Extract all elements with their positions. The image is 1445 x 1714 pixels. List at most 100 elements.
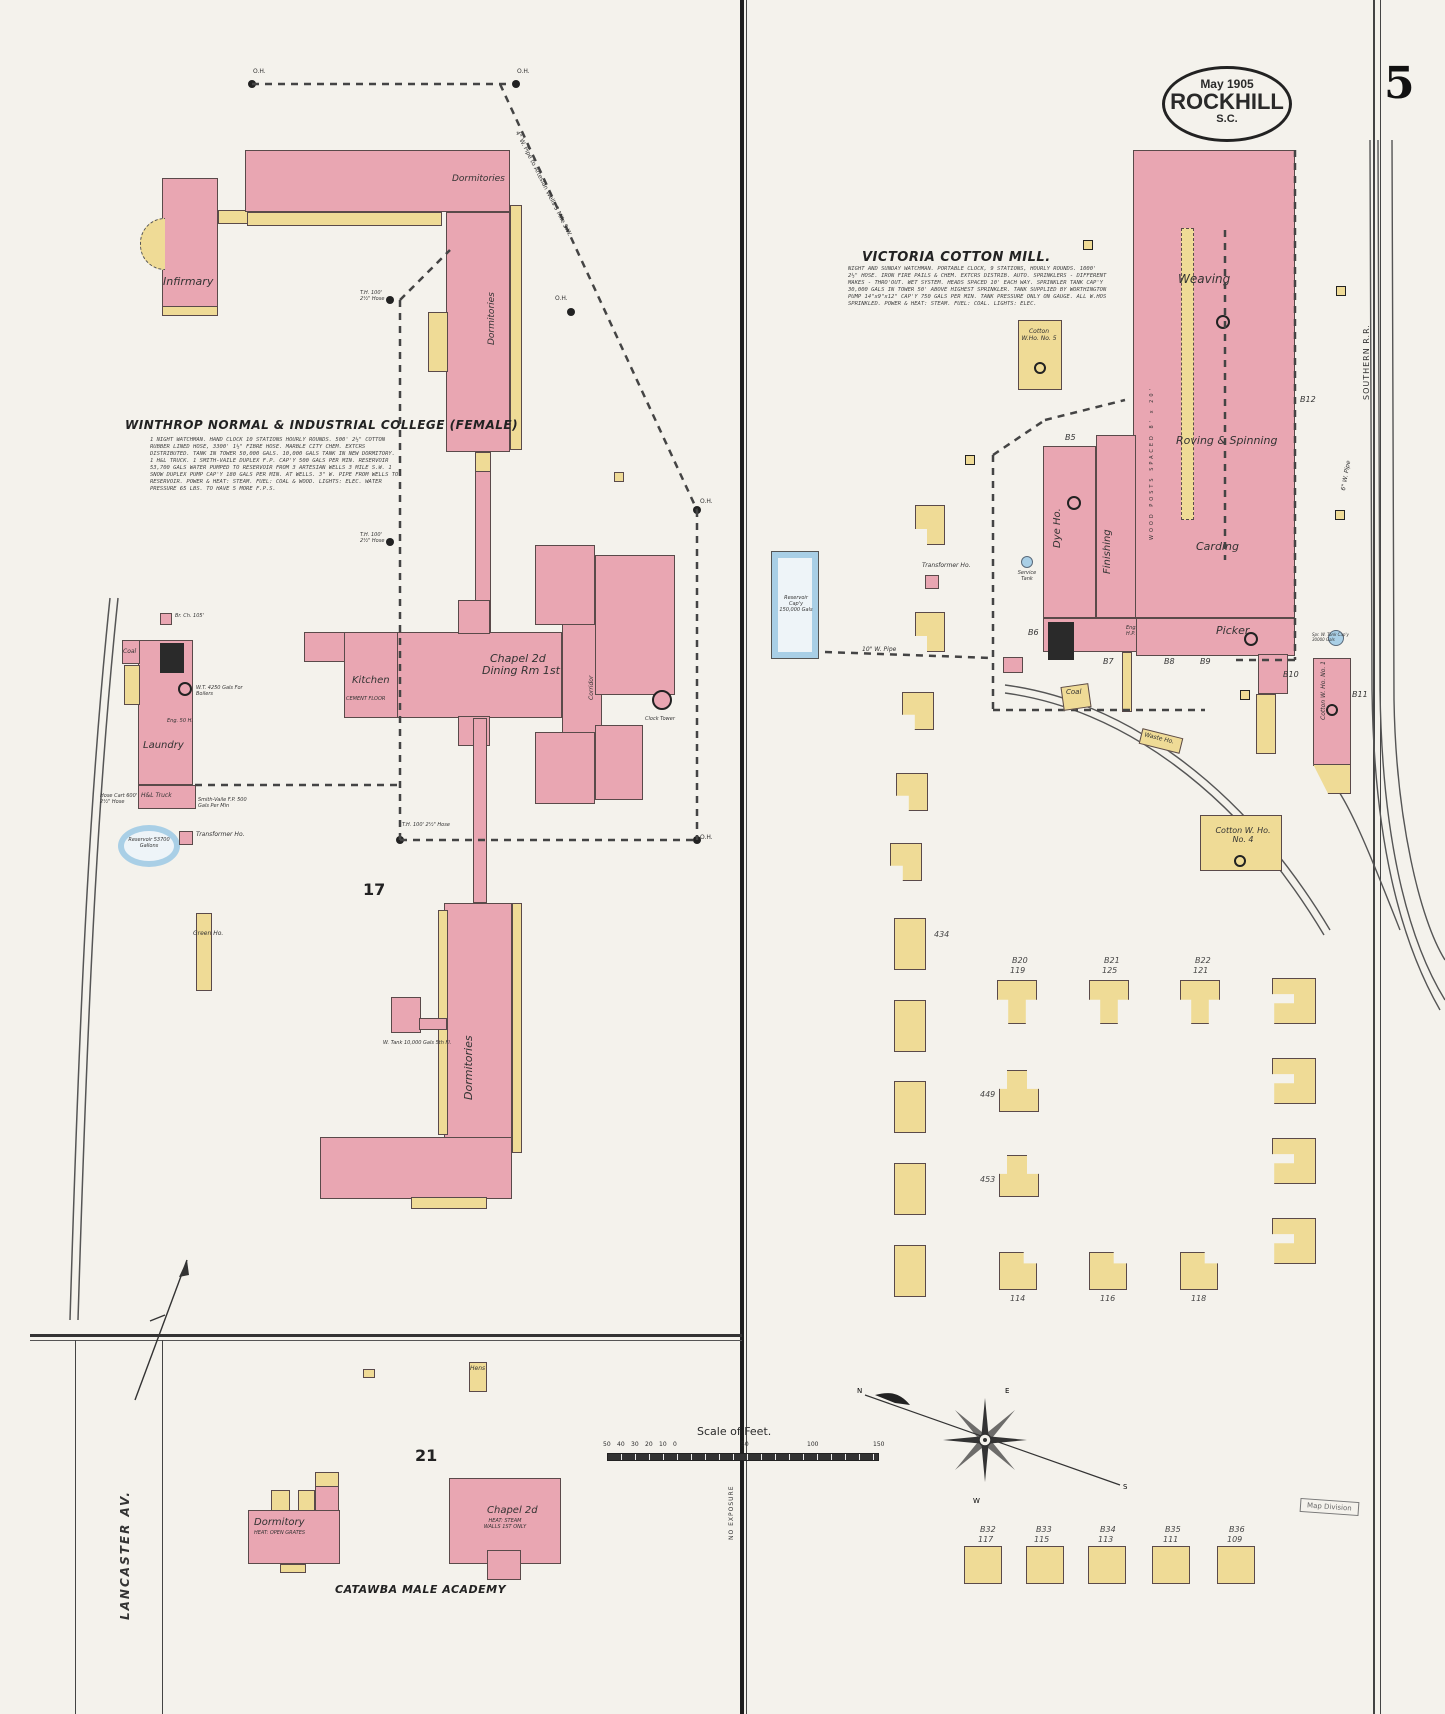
north-arrow-icon: [134, 1259, 189, 1401]
building-mill-annex-porch: [1256, 694, 1276, 754]
building-small-shed: [363, 1369, 375, 1378]
dwelling-119-number: 119: [1010, 966, 1026, 975]
building-academy-chapel: [449, 1478, 561, 1564]
building-laundry-shed: [124, 665, 140, 705]
elevation-b9: B9: [1200, 657, 1211, 666]
label-hydrant-oh-3: O.H.: [555, 295, 568, 302]
dwelling-113-number: 113: [1098, 1535, 1114, 1544]
hydrant-mill-3: [1335, 510, 1345, 520]
dwelling-115-lot: B33: [1036, 1525, 1052, 1534]
elevation-b11: B11: [1352, 690, 1368, 699]
dwelling-109-number: 109: [1227, 1535, 1243, 1544]
raised-side-lights: [1181, 228, 1194, 520]
label-dining-room: Dining Rm 1st: [482, 664, 560, 677]
building-east-north-block-2: [595, 555, 675, 695]
porch-dormitories-south-east: [512, 903, 522, 1153]
building-cotton-wh-5: [1018, 320, 1062, 390]
dwelling-115: [1026, 1546, 1064, 1584]
hydrant-mill-5: [1240, 690, 1250, 700]
label-cotton-wh-4: Cotton W. Ho. No. 4: [1215, 826, 1271, 844]
elevation-b7: B7: [1103, 657, 1114, 666]
map-division-stamp: Map Division: [1299, 1497, 1360, 1517]
building-br-ch: [160, 613, 172, 625]
map-city: ROCKHILL: [1170, 89, 1284, 114]
building-hl-truck: [138, 785, 196, 809]
dwelling-117-number: 117: [978, 1535, 994, 1544]
dwelling-111: [1152, 1546, 1190, 1584]
road-curve-left: [69, 597, 119, 1321]
hydrant-th-1: [386, 296, 394, 304]
hydrant-mill-1: [1083, 240, 1093, 250]
block-number-17: 17: [363, 880, 386, 899]
dwelling-114: [999, 1252, 1037, 1290]
dwelling-453: [999, 1155, 1039, 1197]
label-hydrant-oh-2: O.H.: [517, 68, 530, 75]
label-hydrant-oh-5: O.H.: [700, 834, 713, 841]
building-dormitories-south-link: [419, 1018, 447, 1030]
building-green-house: [196, 913, 212, 991]
dye-sprinkler-icon: [1067, 496, 1081, 510]
label-hydrant-th-2: T.H. 100' 2½" Hose: [360, 532, 385, 544]
weaving-sprinkler-icon: [1216, 315, 1230, 329]
label-hl-truck: H&L Truck: [141, 792, 172, 799]
label-engine: Eng. 50 H.: [167, 718, 193, 724]
elevation-b10: B10: [1283, 670, 1299, 679]
label-dormitories-top: Dormitories: [452, 174, 505, 184]
building-academy-dormitory: [248, 1510, 340, 1564]
map-state: S.C.: [1216, 113, 1238, 125]
svg-text:W: W: [973, 1497, 980, 1505]
label-coal-mill: Coal: [1066, 688, 1082, 696]
dwelling-111-number: 111: [1163, 1535, 1179, 1544]
exposure-label: NO EXPOSURE: [728, 1485, 735, 1540]
dwelling-453-number: 453: [980, 1175, 996, 1184]
block-boundary-line-2: [30, 1340, 742, 1341]
dwelling-pair-5: [894, 1245, 926, 1297]
building-mill-main: [1133, 150, 1295, 618]
building-infirmary: [162, 178, 218, 308]
map-title-cartouche: May 1905 ROCKHILL S.C.: [1162, 66, 1292, 142]
label-infirmary: Infirmary: [163, 275, 214, 288]
academy-title: CATAWBA MALE ACADEMY: [335, 1583, 507, 1596]
cotton-wh-4-sprinkler-icon: [1234, 855, 1246, 867]
label-roving-spinning: Roving & Spinning: [1176, 434, 1278, 447]
street-label-lancaster: LANCASTER AV.: [118, 1490, 132, 1620]
label-service-tank: Service Tank: [1017, 570, 1037, 582]
building-finishing: [1096, 435, 1136, 618]
building-dye-house: [1043, 446, 1096, 618]
svg-text:E: E: [1005, 1387, 1009, 1395]
label-academy-chapel: Chapel 2d: [487, 1505, 538, 1516]
porch-dormitories-east: [510, 205, 522, 450]
label-water-tank-boilers: W.T. 4250 Gals For Boilers: [196, 685, 243, 697]
dwelling-111-lot: B35: [1165, 1525, 1181, 1534]
label-academy-dormitory-note: HEAT: OPEN GRATES: [254, 1530, 306, 1536]
building-dormitories-top: [245, 150, 510, 212]
label-w-pipe-10: 10" W. Pipe: [862, 646, 897, 653]
block-boundary-line: [30, 1334, 742, 1337]
label-coal: Coal: [123, 648, 137, 655]
building-academy-dorm-annex-1: [271, 1490, 290, 1511]
label-smith-vaile: Smith-Vaile F.P. 500 Gals Per Min: [198, 797, 247, 809]
railroad-tracks: [1004, 140, 1445, 1011]
dwelling-117-lot: B32: [980, 1525, 996, 1534]
porch-dormitories-east-2: [428, 312, 448, 372]
label-picker: Picker: [1216, 624, 1250, 637]
hydrant-mill-2: [965, 455, 975, 465]
dwelling-pair-4: [894, 1163, 926, 1215]
dwelling-116: [1089, 1252, 1127, 1290]
elevation-b8: B8: [1164, 657, 1175, 666]
building-transformer-college: [179, 831, 193, 845]
elevation-b12: B12: [1300, 395, 1316, 404]
center-divider-line: [740, 0, 744, 1714]
picker-sprinkler-icon: [1244, 632, 1258, 646]
scale-bar-graphic: [607, 1453, 879, 1461]
porch-dormitories-top: [247, 212, 442, 226]
dwelling-pair-1: [894, 918, 926, 970]
svg-text:S: S: [1123, 1483, 1128, 1491]
dwelling-116-number: 116: [1100, 1294, 1116, 1303]
sprinkler-tank-mill: [1328, 630, 1344, 646]
building-east-south-block-2: [595, 725, 643, 800]
service-tank: [1021, 556, 1033, 568]
hydrant-oh-2: [512, 80, 520, 88]
building-dormitories-east: [446, 212, 510, 452]
dwelling-left-5: [890, 843, 922, 881]
